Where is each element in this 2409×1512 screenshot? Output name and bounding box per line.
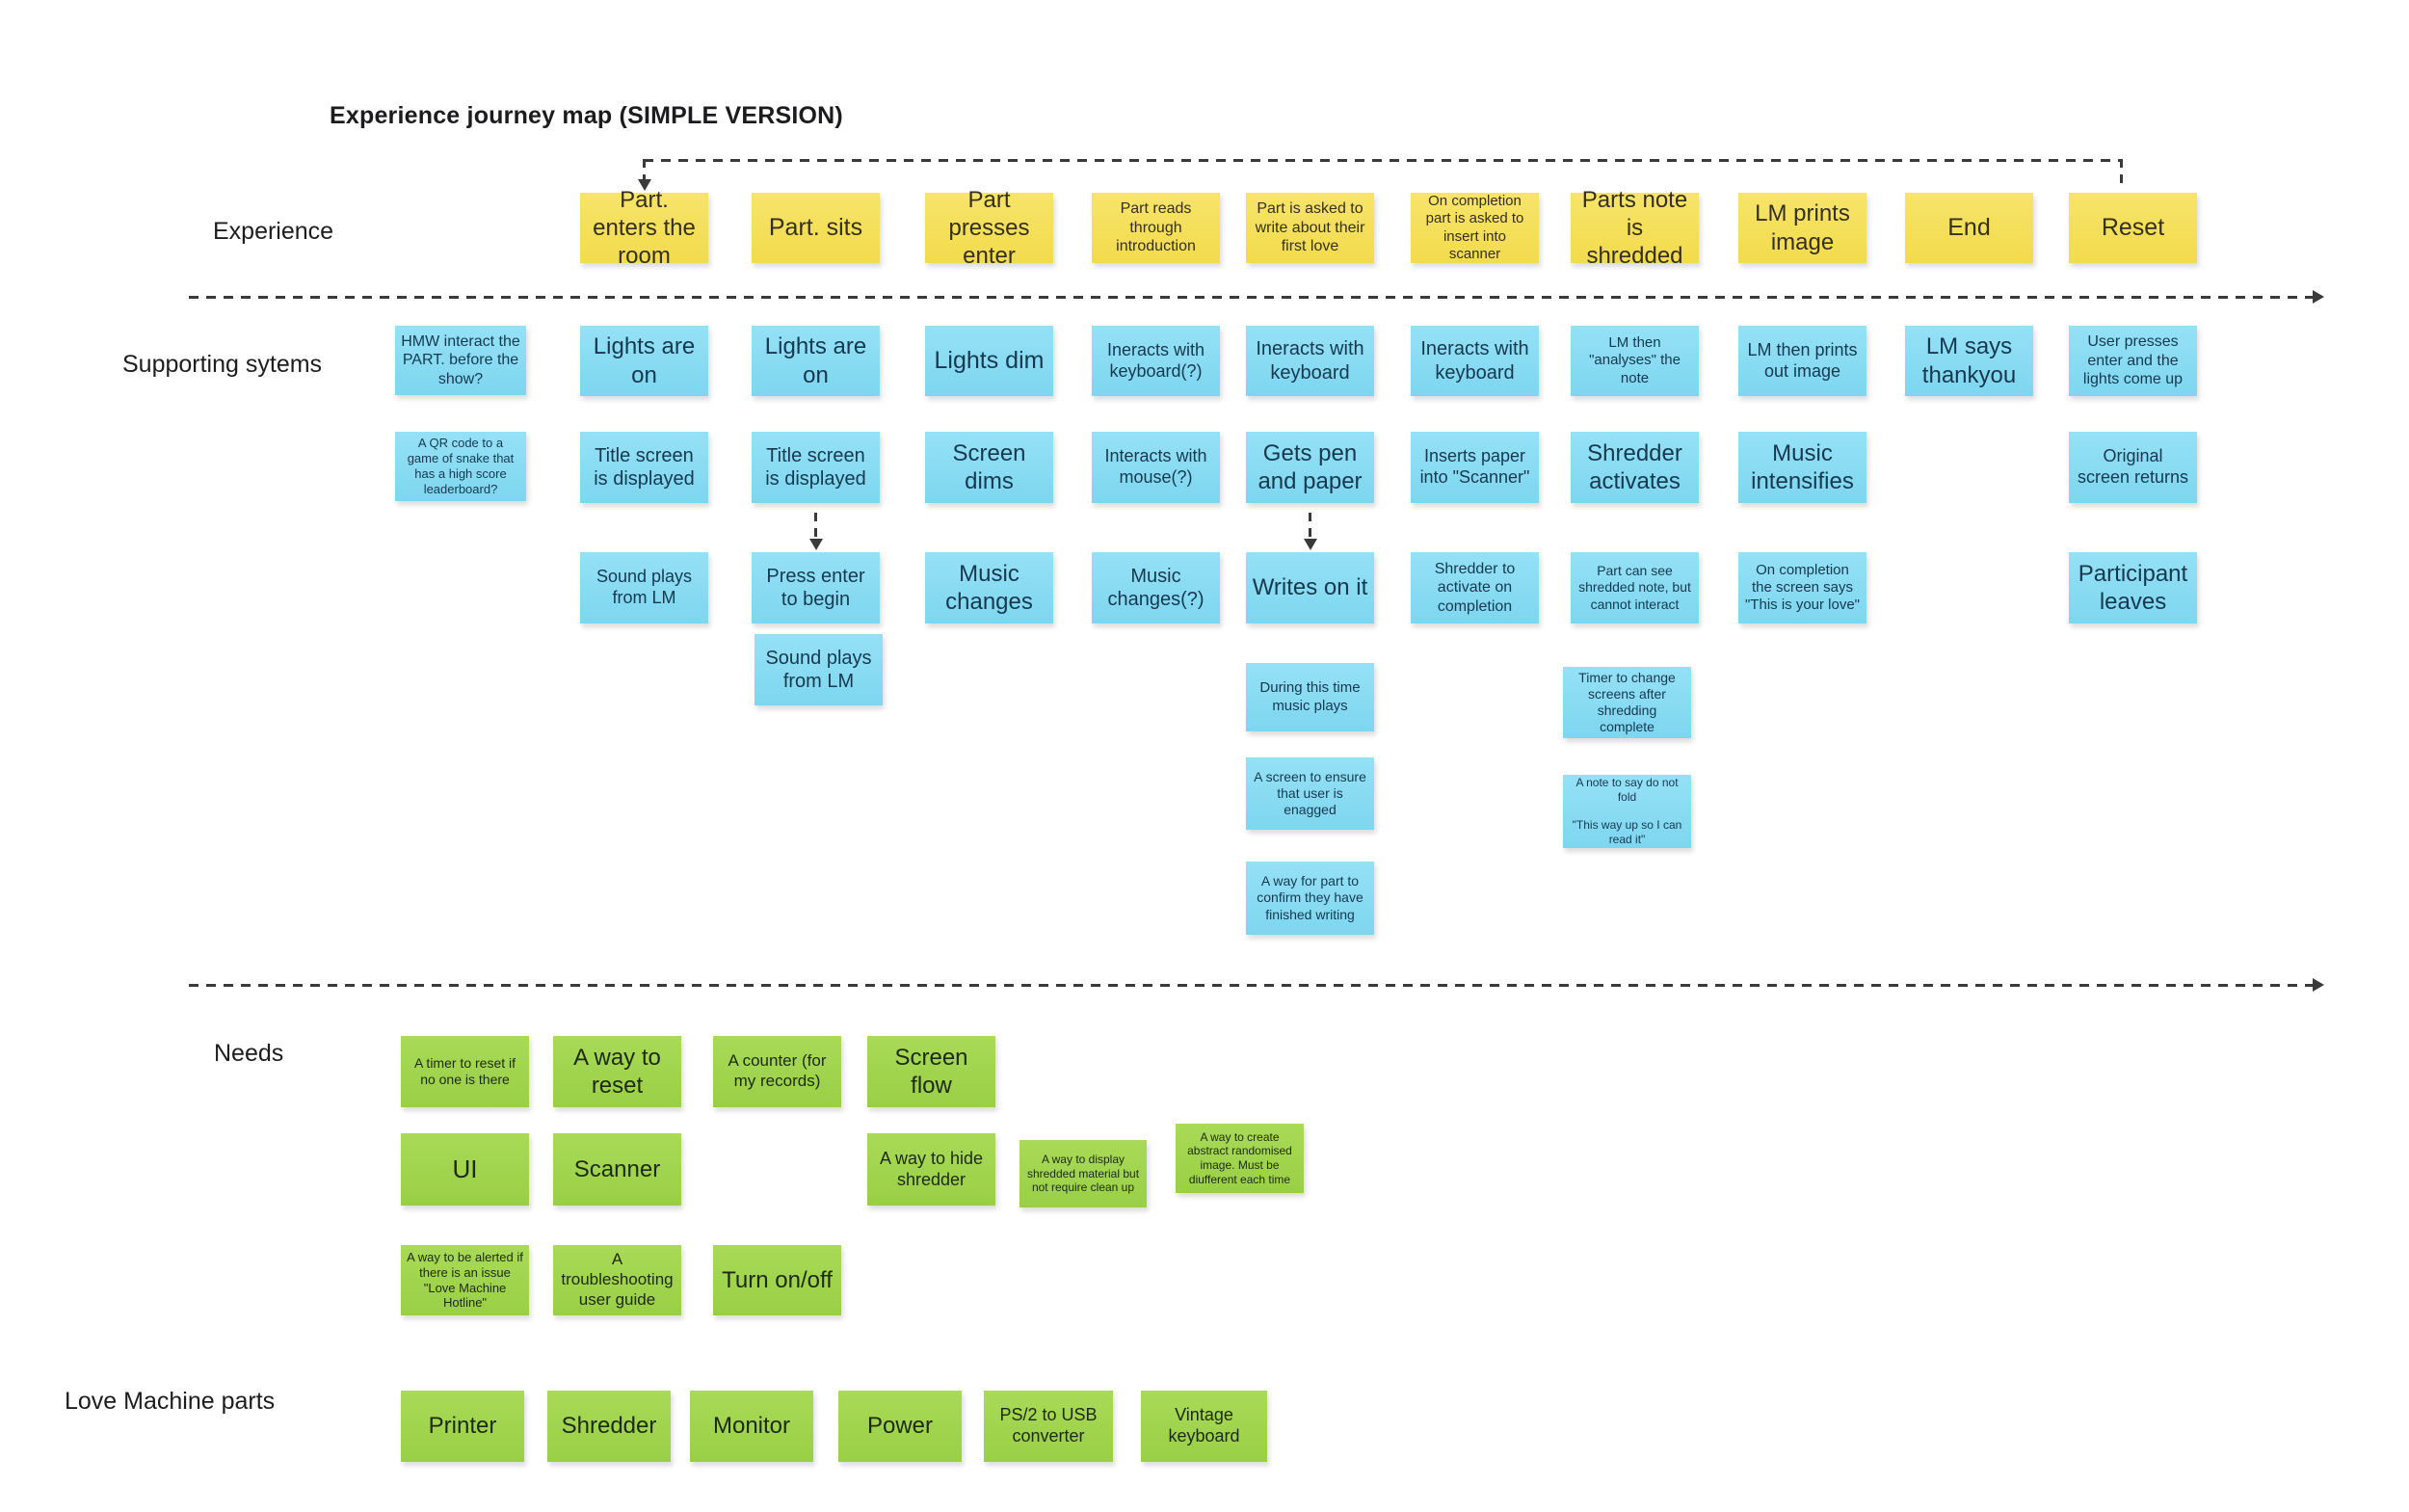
sticky-note[interactable]: LM says thankyou bbox=[1905, 326, 2033, 396]
flow-arrow-pen-to-writes bbox=[1309, 513, 1311, 540]
sticky-note[interactable]: Part reads through introduction bbox=[1092, 193, 1220, 263]
sticky-note[interactable]: Sound plays from LM bbox=[580, 552, 708, 623]
sticky-note[interactable]: Music changes bbox=[925, 552, 1053, 623]
sticky-note[interactable]: Inserts paper into "Scanner" bbox=[1411, 432, 1539, 503]
sticky-note[interactable]: A counter (for my records) bbox=[713, 1036, 841, 1107]
sticky-note[interactable]: Part can see shredded note, but cannot i… bbox=[1571, 552, 1699, 623]
sticky-note[interactable]: HMW interact the PART. before the show? bbox=[395, 326, 526, 395]
sticky-note[interactable]: A way to reset bbox=[553, 1036, 681, 1107]
sticky-note[interactable]: Ineracts with keyboard bbox=[1246, 326, 1374, 396]
experience-bracket-drop-right bbox=[2120, 159, 2123, 188]
sticky-note[interactable]: PS/2 to USB converter bbox=[984, 1391, 1113, 1462]
sticky-note[interactable]: Monitor bbox=[690, 1391, 813, 1462]
sticky-note[interactable]: Lights are on bbox=[580, 326, 708, 396]
sticky-note[interactable]: Original screen returns bbox=[2069, 432, 2197, 503]
sticky-note[interactable]: A way to hide shredder bbox=[867, 1133, 995, 1206]
row-label-experience: Experience bbox=[213, 218, 334, 245]
sticky-note[interactable]: Screen dims bbox=[925, 432, 1053, 503]
sticky-note[interactable]: Participant leaves bbox=[2069, 552, 2197, 623]
sticky-note[interactable]: Ineracts with keyboard bbox=[1411, 326, 1539, 396]
sticky-note[interactable]: Part is asked to write about their first… bbox=[1246, 193, 1374, 263]
sticky-note[interactable]: Lights dim bbox=[925, 326, 1053, 396]
experience-bracket-line bbox=[644, 159, 2122, 162]
sticky-note[interactable]: Part presses enter bbox=[925, 187, 1053, 269]
sticky-note[interactable]: A way to create abstract randomised imag… bbox=[1176, 1124, 1304, 1193]
sticky-note[interactable]: End bbox=[1905, 193, 2033, 263]
sticky-note[interactable]: Music changes(?) bbox=[1092, 552, 1220, 623]
sticky-note[interactable]: During this time music plays bbox=[1246, 663, 1374, 731]
sticky-note[interactable]: Ineracts with keyboard(?) bbox=[1092, 326, 1220, 396]
sticky-note[interactable]: Music intensifies bbox=[1738, 432, 1866, 503]
row-label-love-machine-parts: Love Machine parts bbox=[65, 1388, 276, 1415]
sticky-note[interactable]: Timer to change screens after shredding … bbox=[1563, 667, 1691, 738]
sticky-note[interactable]: A way for part to confirm they have fini… bbox=[1246, 862, 1374, 935]
sticky-note[interactable]: Lights are on bbox=[752, 326, 880, 396]
sticky-note[interactable]: A troubleshooting user guide bbox=[553, 1245, 681, 1315]
sticky-note[interactable]: Reset bbox=[2069, 193, 2197, 263]
sticky-note[interactable]: Power bbox=[838, 1391, 962, 1462]
sticky-note[interactable]: On completion the screen says "This is y… bbox=[1738, 552, 1866, 623]
sticky-note[interactable]: Title screen is displayed bbox=[580, 432, 708, 503]
flow-arrow-title-to-press-enter bbox=[814, 513, 817, 540]
sticky-note[interactable]: Turn on/off bbox=[713, 1245, 841, 1315]
sticky-note[interactable]: Vintage keyboard bbox=[1141, 1391, 1267, 1462]
sticky-note[interactable]: Gets pen and paper bbox=[1246, 432, 1374, 503]
sticky-note[interactable]: Shredder activates bbox=[1571, 432, 1699, 503]
sticky-note[interactable]: User presses enter and the lights come u… bbox=[2069, 326, 2197, 396]
sticky-note[interactable]: UI bbox=[401, 1133, 529, 1206]
row-label-supporting-systems: Supporting sytems bbox=[122, 351, 323, 378]
sticky-note[interactable]: Shredder to activate on completion bbox=[1411, 552, 1539, 623]
sticky-note[interactable]: LM then prints out image bbox=[1738, 326, 1866, 396]
sticky-note[interactable]: Printer bbox=[401, 1391, 524, 1462]
sticky-note[interactable]: Title screen is displayed bbox=[752, 432, 880, 503]
lane-divider-top-arrowhead-icon bbox=[2313, 290, 2324, 304]
sticky-note[interactable]: LM prints image bbox=[1738, 193, 1866, 263]
lane-divider-top bbox=[189, 296, 2313, 299]
sticky-note[interactable]: Sound plays from LM bbox=[754, 634, 883, 705]
sticky-note[interactable]: LM then "analyses" the note bbox=[1571, 326, 1699, 396]
sticky-note[interactable]: Shredder bbox=[547, 1391, 671, 1462]
sticky-note[interactable]: Scanner bbox=[553, 1133, 681, 1206]
sticky-note[interactable]: Screen flow bbox=[867, 1036, 995, 1107]
sticky-note[interactable]: Part. sits bbox=[752, 193, 880, 263]
experience-bracket-left-arrowhead-icon bbox=[638, 179, 651, 191]
sticky-note[interactable]: Parts note is shredded bbox=[1571, 187, 1699, 269]
row-label-needs: Needs bbox=[214, 1040, 284, 1067]
flow-arrow-pen-to-writes-arrowhead-icon bbox=[1304, 539, 1317, 550]
lane-divider-bottom-arrowhead-icon bbox=[2313, 978, 2324, 992]
sticky-note[interactable]: Writes on it bbox=[1246, 552, 1374, 623]
sticky-note[interactable]: Press enter to begin bbox=[752, 552, 880, 623]
lane-divider-bottom bbox=[189, 984, 2313, 987]
sticky-note[interactable]: A timer to reset if no one is there bbox=[401, 1036, 529, 1107]
page-title: Experience journey map (SIMPLE VERSION) bbox=[330, 102, 843, 129]
sticky-note[interactable]: Interacts with mouse(?) bbox=[1092, 432, 1220, 503]
sticky-note[interactable]: A note to say do not fold "This way up s… bbox=[1563, 775, 1691, 848]
sticky-note[interactable]: Part. enters the room bbox=[580, 187, 708, 269]
sticky-note[interactable]: A way to display shredded material but n… bbox=[1019, 1140, 1147, 1207]
sticky-note[interactable]: On completion part is asked to insert in… bbox=[1411, 193, 1539, 263]
sticky-note[interactable]: A screen to ensure that user is enagged bbox=[1246, 757, 1374, 830]
sticky-note[interactable]: A way to be alerted if there is an issue… bbox=[401, 1245, 529, 1315]
flow-arrow-title-to-press-enter-arrowhead-icon bbox=[809, 539, 823, 550]
experience-bracket-drop-left bbox=[643, 159, 646, 180]
sticky-note[interactable]: A QR code to a game of snake that has a … bbox=[395, 432, 526, 501]
